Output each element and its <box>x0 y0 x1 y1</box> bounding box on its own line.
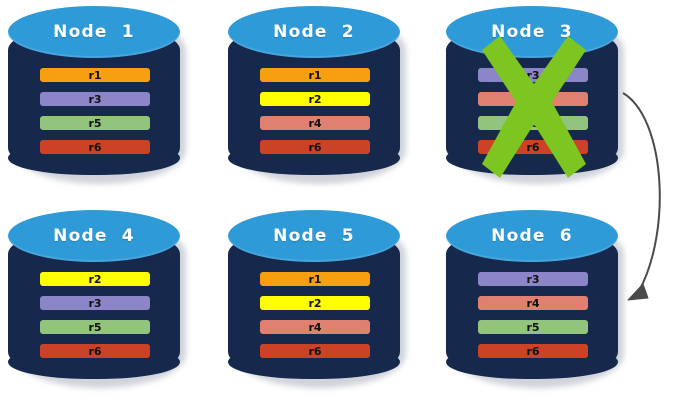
node-node-4[interactable]: Node 4 r2 r3 r5 r6 <box>8 210 188 392</box>
record-list: r1 r2 r4 r6 <box>260 68 370 154</box>
record-bar[interactable]: r4 <box>260 320 370 334</box>
record-bar[interactable]: r4 <box>260 116 370 130</box>
node-title: Node 1 <box>53 22 135 42</box>
record-bar[interactable]: r6 <box>478 344 588 358</box>
cylinder-top <box>228 6 400 58</box>
record-bar[interactable]: r6 <box>260 344 370 358</box>
node-node-1[interactable]: Node 1 r1 r3 r5 r6 <box>8 6 188 188</box>
record-list: r1 r3 r5 r6 <box>40 68 150 154</box>
record-bar[interactable]: r6 <box>40 140 150 154</box>
record-bar[interactable]: r1 <box>40 68 150 82</box>
record-bar[interactable]: r4 <box>478 296 588 310</box>
cylinder-top <box>446 210 618 262</box>
record-bar[interactable]: r2 <box>260 296 370 310</box>
node-node-3[interactable]: Node 3 r3 r4 r5 r6 <box>446 6 626 188</box>
record-bar[interactable]: r2 <box>260 92 370 106</box>
record-bar[interactable]: r5 <box>478 116 588 130</box>
cylinder-top <box>8 6 180 58</box>
node-title: Node 3 <box>491 22 573 42</box>
record-bar[interactable]: r6 <box>478 140 588 154</box>
record-bar[interactable]: r5 <box>40 116 150 130</box>
record-bar[interactable]: r3 <box>40 92 150 106</box>
record-list: r2 r3 r5 r6 <box>40 272 150 358</box>
record-list: r3 r4 r5 r6 <box>478 272 588 358</box>
failover-arrow-path <box>622 92 661 292</box>
node-node-5[interactable]: Node 5 r1 r2 r4 r6 <box>228 210 408 392</box>
record-bar[interactable]: r6 <box>40 344 150 358</box>
record-bar[interactable]: r1 <box>260 272 370 286</box>
record-list: r3 r4 r5 r6 <box>478 68 588 154</box>
record-bar[interactable]: r5 <box>40 320 150 334</box>
node-node-6[interactable]: Node 6 r3 r4 r5 r6 <box>446 210 626 392</box>
node-title: Node 4 <box>53 226 135 246</box>
record-bar[interactable]: r3 <box>40 296 150 310</box>
failover-arrow-head <box>627 283 649 301</box>
cylinder-top <box>8 210 180 262</box>
node-title: Node 5 <box>273 226 355 246</box>
record-bar[interactable]: r1 <box>260 68 370 82</box>
node-title: Node 6 <box>491 226 573 246</box>
node-title: Node 2 <box>273 22 355 42</box>
record-bar[interactable]: r2 <box>40 272 150 286</box>
record-bar[interactable]: r6 <box>260 140 370 154</box>
record-bar[interactable]: r5 <box>478 320 588 334</box>
record-bar[interactable]: r3 <box>478 68 588 82</box>
cylinder-top <box>228 210 400 262</box>
record-bar[interactable]: r3 <box>478 272 588 286</box>
node-node-2[interactable]: Node 2 r1 r2 r4 r6 <box>228 6 408 188</box>
record-list: r1 r2 r4 r6 <box>260 272 370 358</box>
record-bar[interactable]: r4 <box>478 92 588 106</box>
